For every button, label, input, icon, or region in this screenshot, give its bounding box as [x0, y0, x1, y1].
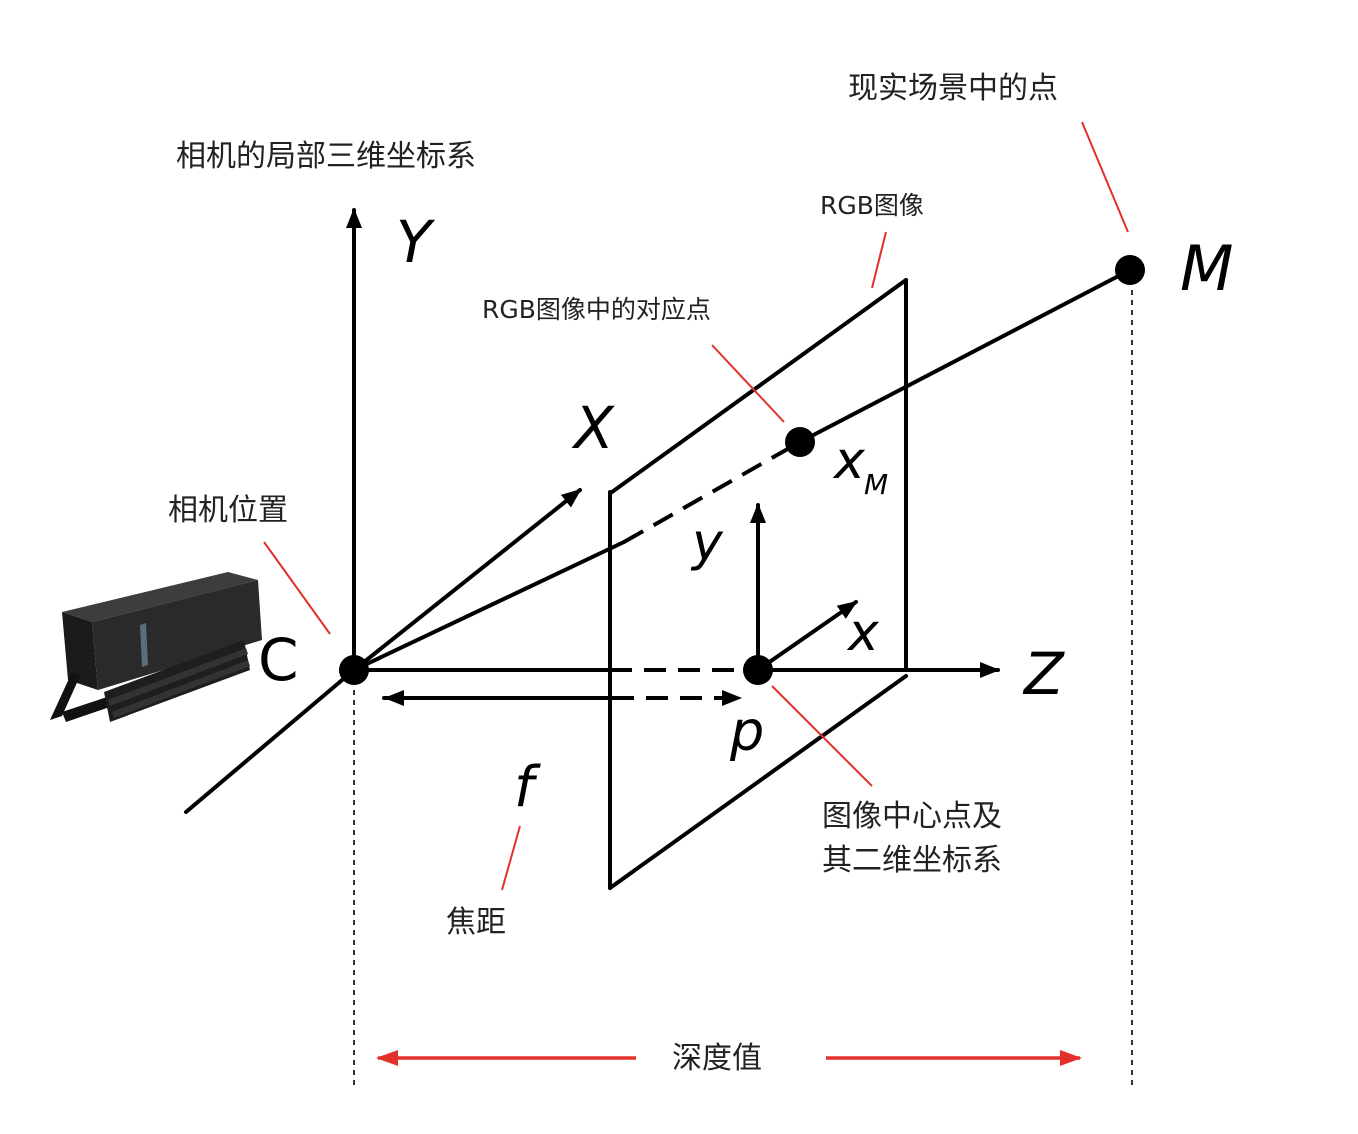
label-image-center-2: 其二维坐标系: [822, 843, 1002, 878]
leader-camera-position: [263, 541, 331, 635]
focal-length-arrow: [382, 690, 742, 706]
symbol-c: C: [258, 626, 299, 694]
symbol-xm-subscript: M: [864, 468, 888, 501]
symbol-x-image: x: [846, 603, 880, 663]
leader-rgb-image: [871, 231, 887, 289]
symbol-p: p: [729, 700, 764, 763]
symbol-y-image: y: [690, 513, 724, 573]
label-depth-value: 深度值: [672, 1041, 762, 1076]
leader-image-center: [771, 685, 873, 787]
symbol-z-axis: Z: [1022, 640, 1065, 708]
leader-focal: [501, 825, 521, 891]
label-focal-length: 焦距: [446, 905, 506, 940]
leader-rgb-point: [711, 344, 785, 423]
projection-ray: [352, 268, 1132, 672]
point-m: [1115, 255, 1145, 285]
label-real-scene-point: 现实场景中的点: [848, 71, 1058, 106]
label-rgb-corresponding-point: RGB图像中的对应点: [482, 295, 711, 324]
camera-axes: [184, 208, 1000, 814]
symbol-f: f: [514, 755, 541, 820]
z-axis-back: [184, 668, 356, 814]
x-axis: [352, 488, 582, 672]
symbol-x-axis: X: [571, 394, 615, 462]
label-image-center-1: 图像中心点及: [822, 799, 1002, 834]
point-c: [339, 655, 369, 685]
kinect-sensor-icon: [50, 572, 262, 722]
image-2d-axes: [750, 503, 858, 672]
leader-real-point: [1081, 121, 1129, 233]
label-camera-position: 相机位置: [168, 493, 288, 528]
label-local-3d-coords: 相机的局部三维坐标系: [176, 139, 476, 174]
label-rgb-image: RGB图像: [820, 191, 924, 220]
point-xm: [785, 427, 815, 457]
point-p: [743, 655, 773, 685]
rgb-image-plane: [608, 278, 908, 890]
symbol-y-axis: Y: [396, 208, 436, 276]
symbol-m: M: [1180, 232, 1234, 305]
annotation-leaders: [263, 121, 1129, 891]
symbol-xm: x: [832, 431, 866, 491]
